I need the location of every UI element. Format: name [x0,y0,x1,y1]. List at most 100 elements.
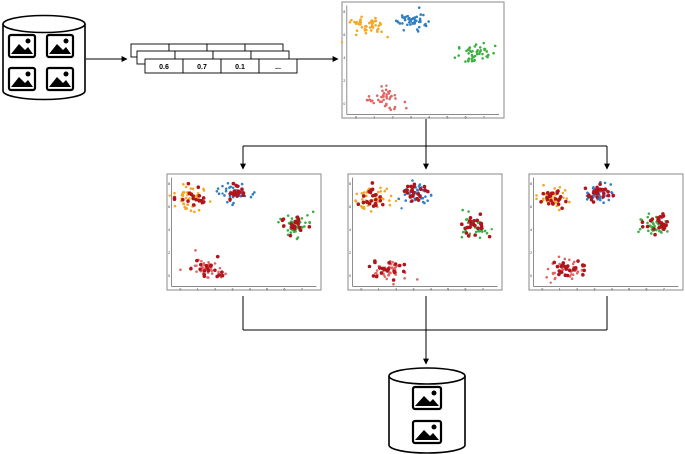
scatter-point [195,270,198,273]
scatter-point [655,228,658,232]
scatter-point [586,191,589,195]
highlighted-point [640,225,645,229]
scatter-point [360,15,363,19]
scatter-point [304,221,307,224]
scatter-point [423,201,426,205]
highlighted-point [586,194,591,199]
scatter-point [402,28,406,32]
highlighted-point [589,197,594,202]
scatter-point [411,22,415,25]
scatter-point [393,107,396,111]
x-tick-label: 0 [541,288,543,292]
highlighted-point [387,261,391,265]
scatter-point [467,57,471,60]
scatter-point [647,229,650,233]
x-tick-label: 1 [197,288,199,292]
scatter-point [393,266,397,270]
scatter-point [388,89,392,93]
scatter-point [296,236,300,239]
scatter-point [383,275,387,278]
highlighted-point [466,234,471,238]
scatter-point [189,187,193,190]
highlighted-point [374,203,378,208]
scatter-point [217,270,220,274]
scatter-point [492,51,495,55]
highlighted-point [549,191,554,196]
scatter-point [226,181,230,185]
scatter-point [189,209,193,213]
y-tick-label: 6 [530,205,532,209]
scatter-point [350,18,353,22]
scatter-point [384,88,388,92]
highlighted-point [217,273,222,277]
highlighted-point [209,263,213,268]
y-tick-label: 2 [530,251,532,255]
scatter-point [412,16,415,20]
scatter-point [400,207,403,210]
highlighted-point [556,202,561,206]
scatter-point [557,255,561,259]
scatter-point [602,201,605,204]
scatter-point [609,183,613,186]
scatter-point [354,199,357,202]
feature-value: 0.6 [159,64,169,71]
scatter-point [646,221,649,225]
highlighted-point [591,200,596,204]
x-tick-label: 7 [482,288,484,292]
highlighted-point [653,232,657,237]
highlighted-point [469,222,473,226]
scatter-point [393,93,397,97]
scatter-point [418,183,422,186]
scatter-point [375,269,379,272]
highlighted-point [419,187,423,192]
highlighted-point [189,266,193,271]
highlighted-point [595,185,599,190]
scatter-point [365,98,369,102]
scatter-point [223,194,226,197]
y-tick-label: 2 [343,79,345,83]
scatter-point [191,187,195,191]
scatter-point [379,186,382,190]
highlighted-point [197,193,202,198]
scatter-point [376,98,380,102]
scatter-point [182,202,185,206]
highlighted-point [291,223,295,228]
y-tick-label: 6 [349,205,351,209]
x-tick-label: 4 [430,288,432,292]
scatter-point [368,98,372,101]
scatter-point [457,54,460,57]
scatter-point [407,17,410,21]
scatter-point [416,30,420,33]
highlighted-point [552,260,557,265]
scatter-point [364,31,368,35]
x-tick-label: 5 [266,288,268,292]
scatter-point [196,192,200,195]
scatter-point [382,91,386,95]
scatter-point [385,187,389,191]
scatter-point [218,266,222,270]
y-tick-label: 8 [530,182,532,186]
scatter-point [303,225,306,228]
highlighted-point [553,197,558,201]
scatter-point [377,24,381,28]
highlighted-point [468,225,472,230]
highlighted-point [555,189,560,194]
highlighted-point [361,194,366,198]
highlighted-point [473,223,477,228]
highlighted-point [583,186,588,191]
scatter-point [557,208,561,212]
x-tick-label: 5 [446,116,448,120]
highlighted-point [645,224,650,229]
scatter-point [378,21,382,25]
highlighted-point [201,196,206,200]
x-tick-label: 2 [214,288,216,292]
highlighted-point [281,224,286,228]
highlighted-point [418,194,422,199]
scatter-point [546,267,550,271]
highlighted-point [180,197,185,202]
scatter-point [380,85,383,88]
scatter-point [470,57,474,61]
scatter-point [206,276,210,279]
scatter-point [403,277,406,280]
highlighted-point [582,263,586,268]
